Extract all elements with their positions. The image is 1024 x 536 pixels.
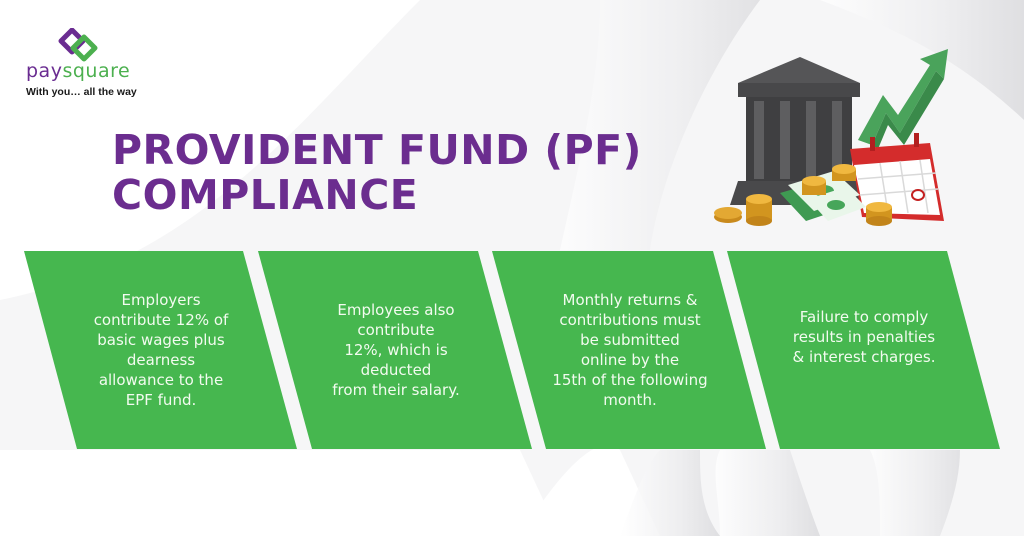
title-line-1: PROVIDENT FUND (PF)	[112, 126, 642, 174]
panel-employer-contribution: Employers contribute 12% of basic wages …	[24, 251, 298, 449]
calendar-icon	[850, 133, 944, 221]
interlocked-squares-icon	[58, 28, 98, 62]
brand-wordmark: paysquare	[26, 60, 130, 82]
brand-name-square: square	[62, 60, 131, 82]
pf-illustration	[708, 45, 968, 235]
panel-text: Monthly returns & contributions must be …	[552, 291, 708, 409]
panel-monthly-returns: Monthly returns & contributions must be …	[492, 251, 767, 449]
panel-shape	[258, 251, 532, 449]
coins-icon	[714, 164, 892, 226]
panel-employee-contribution: Employees also contribute 12%, which is …	[258, 251, 533, 449]
panel-text: Employers contribute 12% of basic wages …	[93, 291, 229, 409]
brand-tagline: With you… all the way	[26, 86, 137, 98]
brand-name-pay: pay	[26, 60, 63, 82]
panel-shape	[727, 251, 1000, 449]
panel-text: Failure to comply results in penalties &…	[792, 308, 936, 366]
panel-penalties: Failure to comply results in penalties &…	[727, 251, 1001, 449]
panel-text: Employees also contribute 12%, which is …	[332, 301, 460, 399]
growth-arrow-icon	[858, 49, 948, 149]
title-line-2: COMPLIANCE	[112, 171, 419, 219]
page-title: PROVIDENT FUND (PF) COMPLIANCE	[112, 128, 642, 218]
panel-shape	[492, 251, 766, 449]
panel-shape	[24, 251, 297, 449]
